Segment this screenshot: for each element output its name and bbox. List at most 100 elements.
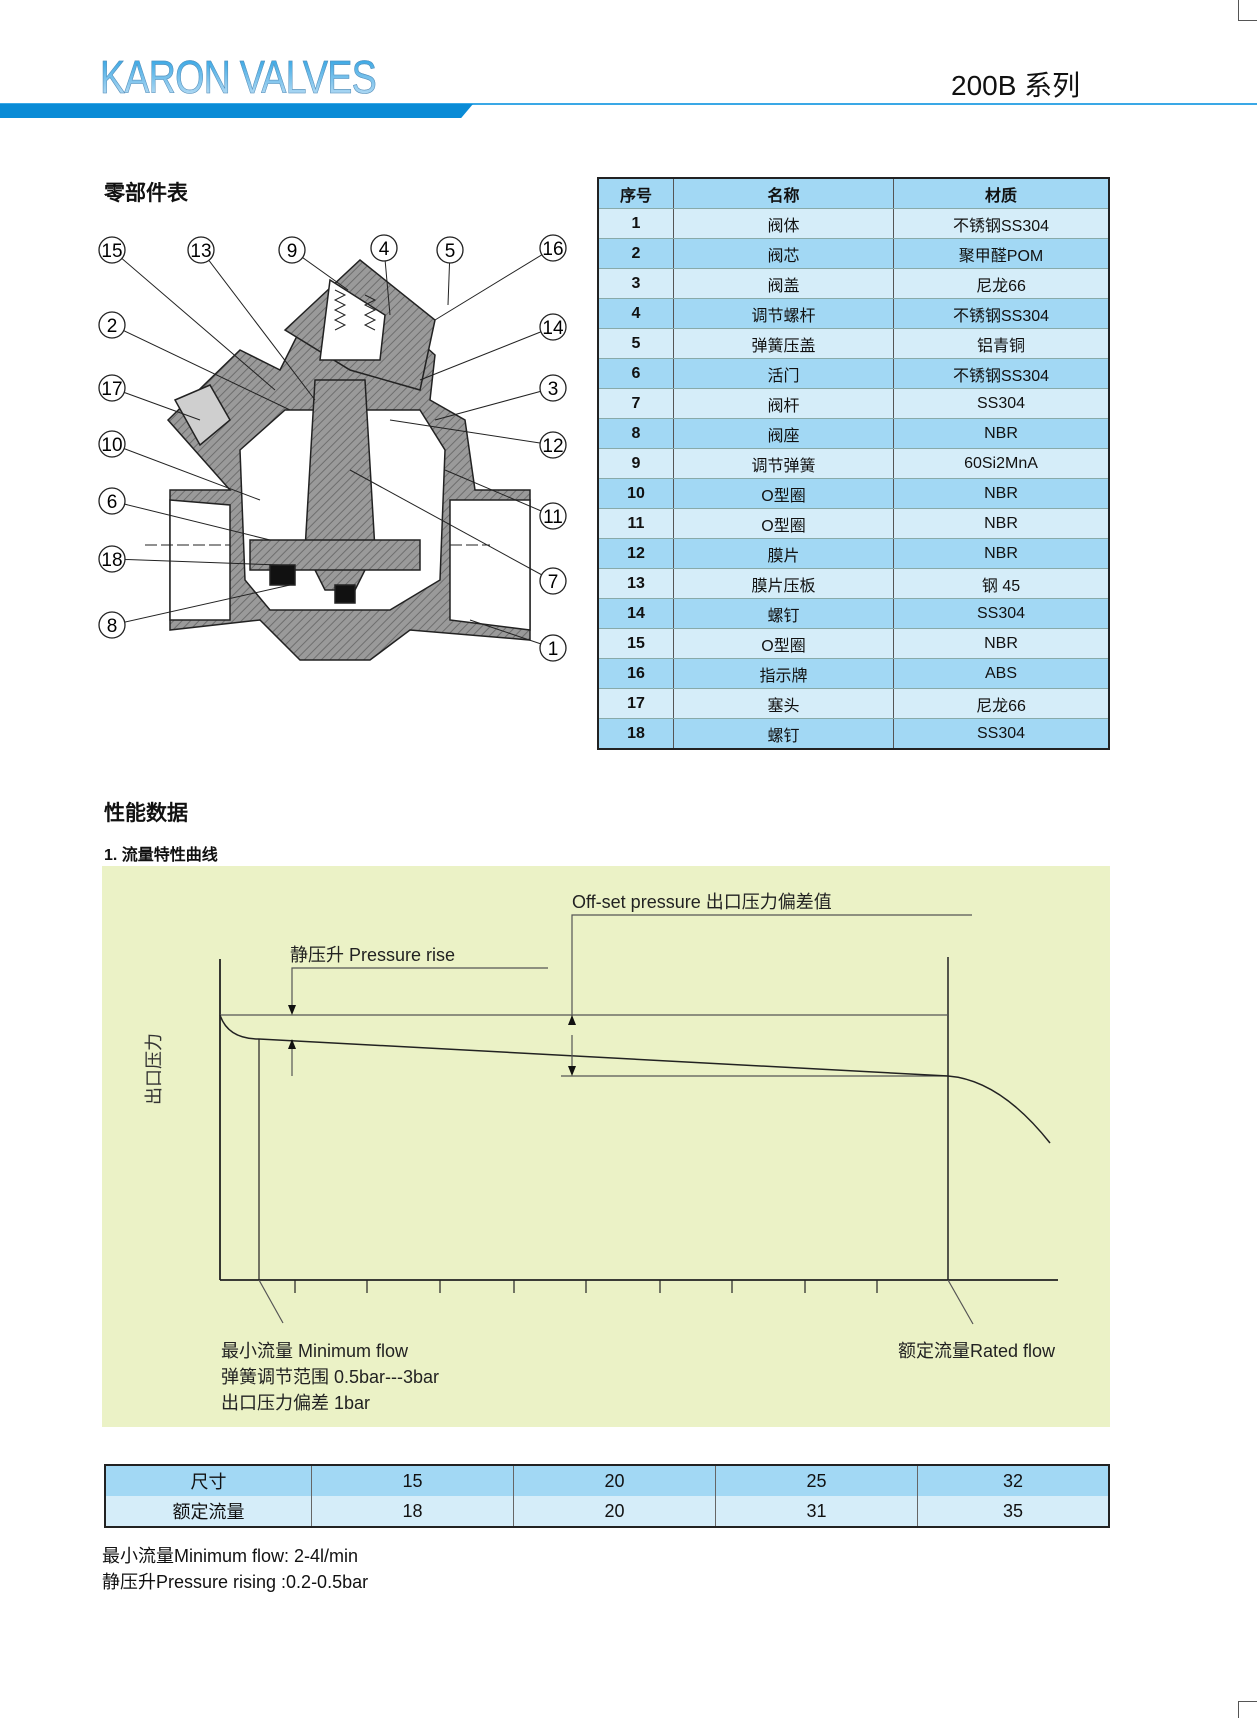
part-number: 16 <box>598 658 674 689</box>
part-material: SS304 <box>893 598 1110 629</box>
size-row: 尺寸 15 20 25 32 <box>105 1465 1110 1496</box>
callout-circle <box>98 545 126 573</box>
crop-mark <box>1238 0 1257 21</box>
part-name: O型圈 <box>673 628 894 659</box>
brand-logo: KARON VALVES <box>100 51 377 104</box>
part-name: 塞头 <box>673 688 894 719</box>
callout-number: 5 <box>445 241 456 262</box>
rated-flow-table: 尺寸 15 20 25 32 额定流量 18 20 31 35 <box>104 1464 1110 1528</box>
part-material: SS304 <box>893 388 1110 419</box>
part-number: 5 <box>598 328 674 359</box>
part-name: 阀杆 <box>673 388 894 419</box>
pressure-rise-note: 静压升Pressure rising :0.2-0.5bar <box>102 1572 369 1592</box>
performance-section-title: 性能数据 <box>104 802 188 825</box>
part-material: 不锈钢SS304 <box>893 298 1110 329</box>
crop-mark <box>1238 1701 1257 1718</box>
flow-cell: 18 <box>311 1496 514 1527</box>
callout-number: 12 <box>542 436 563 457</box>
col-header-material: 材质 <box>893 178 1110 209</box>
callout-circle <box>98 236 126 264</box>
flow-cell: 31 <box>715 1496 918 1527</box>
callout-circle <box>278 236 306 264</box>
rated-flow-label: 额定流量Rated flow <box>898 1341 1056 1361</box>
callout-circle <box>98 487 126 515</box>
callout-number: 3 <box>548 379 559 400</box>
part-material: 60Si2MnA <box>893 448 1110 479</box>
callout-circle <box>436 236 464 264</box>
part-number: 11 <box>598 508 674 539</box>
part-name: 阀座 <box>673 418 894 449</box>
part-name: 调节螺杆 <box>673 298 894 329</box>
part-material: 不锈钢SS304 <box>893 208 1110 239</box>
part-material: 尼龙66 <box>893 268 1110 299</box>
parts-table-header: 序号 名称 材质 <box>598 178 1110 209</box>
part-material: NBR <box>893 628 1110 659</box>
part-name: 弹簧压盖 <box>673 328 894 359</box>
part-name: 阀体 <box>673 208 894 239</box>
callout-circle <box>187 236 215 264</box>
callout-number: 2 <box>107 316 118 337</box>
offset-arrow-down <box>568 1066 576 1076</box>
flow-row: 额定流量 18 20 31 35 <box>105 1496 1110 1527</box>
part-number: 15 <box>598 628 674 659</box>
callout-number: 14 <box>542 318 564 339</box>
callout-circle <box>98 611 126 639</box>
callout-circle <box>98 311 126 339</box>
part-number: 3 <box>598 268 674 299</box>
col-header-name: 名称 <box>673 178 894 209</box>
offset-leader <box>571 914 972 1020</box>
part-number: 17 <box>598 688 674 719</box>
part-name: 指示牌 <box>673 658 894 689</box>
callout-circle <box>539 431 567 459</box>
part-material: 钢 45 <box>893 568 1110 599</box>
callout-number: 15 <box>101 241 122 262</box>
part-name: 螺钉 <box>673 718 894 750</box>
part-name: O型圈 <box>673 508 894 539</box>
part-name: 活门 <box>673 358 894 389</box>
part-number: 9 <box>598 448 674 479</box>
min-flow-note: 最小流量Minimum flow: 2-4l/min <box>102 1546 359 1566</box>
flow-curve-subtitle: 1. 流量特性曲线 <box>104 847 218 864</box>
callout-number: 7 <box>548 572 559 593</box>
header-rule <box>0 103 1257 105</box>
part-material: NBR <box>893 418 1110 449</box>
callout-circle <box>98 430 126 458</box>
callout-circle <box>539 634 567 662</box>
pressure-rise-label: 静压升 Pressure rise <box>290 945 456 965</box>
part-number: 7 <box>598 388 674 419</box>
part-material: ABS <box>893 658 1110 689</box>
offset-value-label: 出口压力偏差 1bar <box>221 1393 371 1413</box>
part-number: 4 <box>598 298 674 329</box>
rise-arrow-up <box>288 1039 296 1049</box>
size-cell: 32 <box>917 1465 1110 1496</box>
part-name: 膜片压板 <box>673 568 894 599</box>
callout-number: 17 <box>101 379 122 400</box>
part-material: NBR <box>893 538 1110 569</box>
callout-number: 1 <box>548 639 559 660</box>
offset-arrow-up <box>568 1015 576 1025</box>
spring-range-label: 弹簧调节范围 0.5bar---3bar <box>221 1367 440 1387</box>
part-number: 8 <box>598 418 674 449</box>
outlet-pressure-curve <box>219 1014 1051 1144</box>
part-material: 聚甲醛POM <box>893 238 1110 269</box>
callout-number: 16 <box>542 239 563 260</box>
part-number: 2 <box>598 238 674 269</box>
rise-arrow-down <box>288 1005 296 1015</box>
min-flow-label: 最小流量 Minimum flow <box>221 1341 409 1361</box>
parts-section-title: 零部件表 <box>104 182 188 205</box>
part-number: 12 <box>598 538 674 569</box>
part-number: 6 <box>598 358 674 389</box>
